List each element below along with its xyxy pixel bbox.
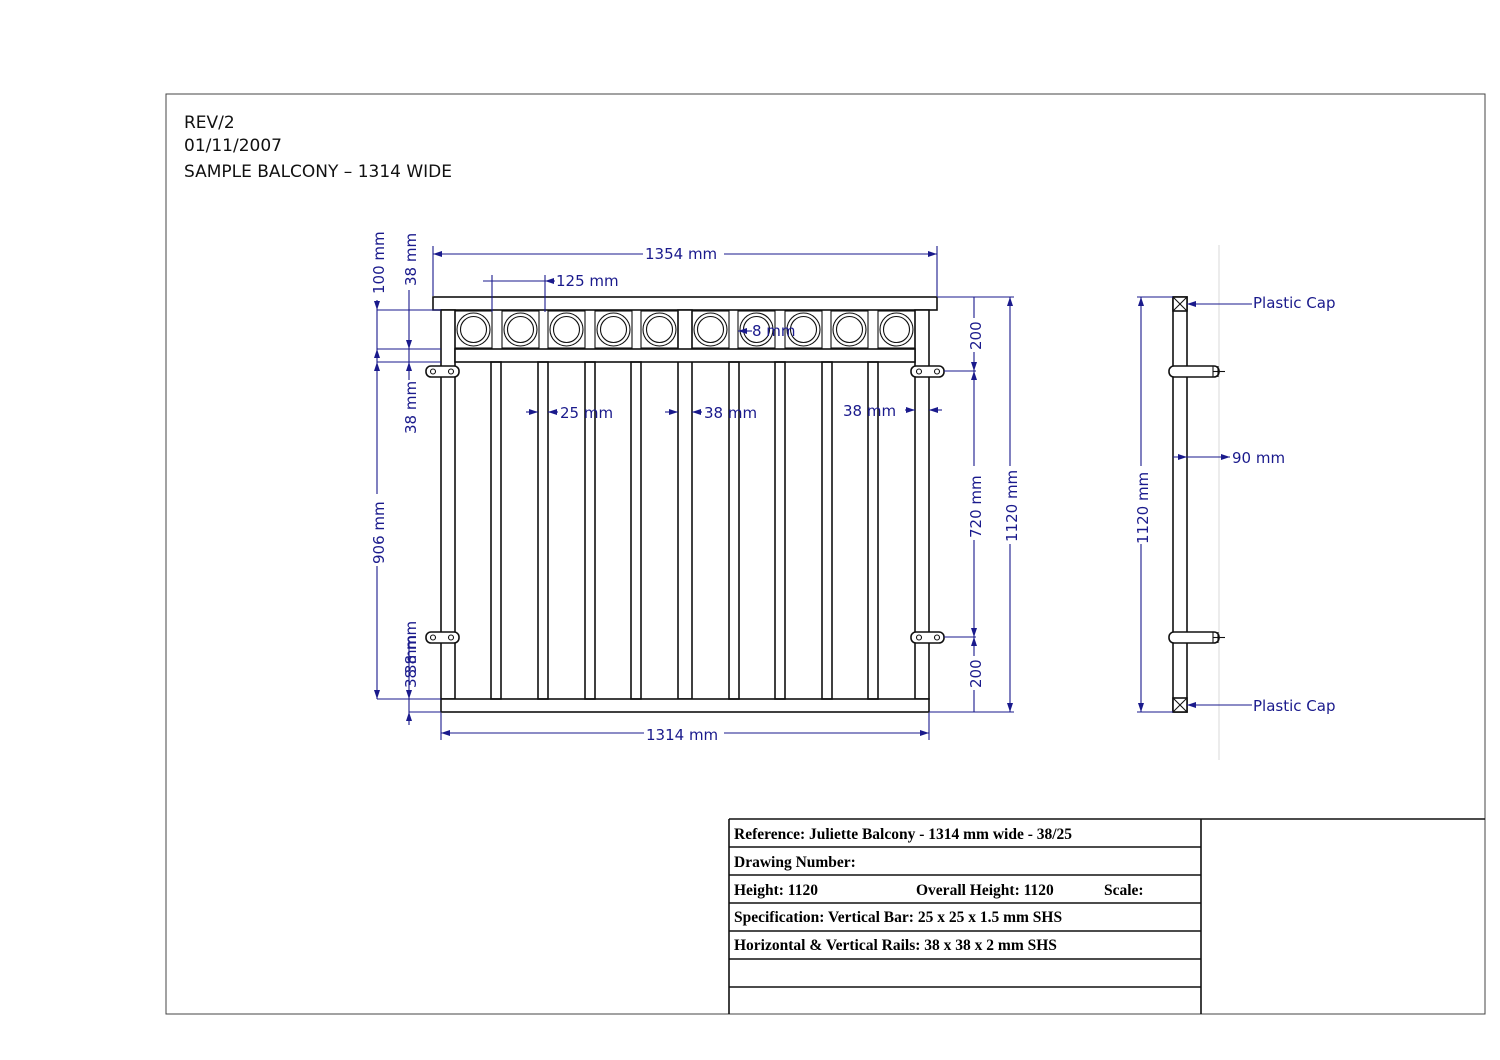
drawing-date: 01/11/2007 [184,136,282,156]
circle-ring [501,310,540,349]
dim-side-1120: 1120 mm [1134,472,1152,544]
dim-bar-25: 25 mm [560,404,613,422]
dim-right-1120: 1120 mm [1003,470,1021,542]
dim-left-38-low: 38 mm [402,635,420,688]
label-plastic-cap-bottom: Plastic Cap [1253,697,1335,715]
title-block-overall-height: Overall Height: 1120 [916,882,1054,899]
title-block: Reference: Juliette Balcony - 1314 mm wi… [728,818,1485,1014]
dim-bottom-width: 1314 mm [646,726,718,744]
title-block-rails: Horizontal & Vertical Rails: 38 x 38 x 2… [734,937,1057,954]
vertical-bars [490,361,879,700]
circle-ring [691,310,730,349]
title-block-height: Height: 1120 [734,882,818,899]
mid-rail [454,348,916,363]
circle-ring [877,310,916,349]
vertical-bar [584,361,596,700]
vertical-bar [728,361,740,700]
vertical-bar [821,361,833,700]
front-dimensions: 1354 mm 125 mm 8 mm 25 mm 38 mm 38 mm [369,231,1021,744]
fixing-lug-left-top [425,365,460,378]
side-lug-bottom [1168,631,1225,644]
front-elevation [425,296,945,713]
dim-circle-gap: 8 mm [752,322,796,340]
dim-bar-38-right: 38 mm [843,402,896,420]
circle-ring [784,310,823,349]
dim-left-100: 100 mm [370,231,388,294]
dim-right-200-bottom: 200 [967,659,985,688]
dim-bar-38-centre: 38 mm [704,404,757,422]
circle-ring [594,310,633,349]
drawing-title: SAMPLE BALCONY – 1314 WIDE [184,162,452,182]
dim-left-38-bottom: 38 mm [402,621,420,674]
fixing-lug-right-bottom [910,631,945,644]
dim-overall-width: 1354 mm [645,245,717,263]
title-block-scale: Scale: [1104,882,1144,899]
drawing-border [165,93,1486,1015]
dim-side-90: 90 mm [1232,449,1285,467]
dim-left-906: 906 mm [370,501,388,564]
dim-circle-spacing: 125 mm [556,272,619,290]
fixing-lug-right-top [910,365,945,378]
dim-right-720: 720 mm [967,475,985,538]
title-block-drawing-number: Drawing Number: [734,854,856,871]
dim-left-38-top: 38 mm [402,233,420,286]
title-block-specification: Specification: Vertical Bar: 25 x 25 x 1… [734,909,1062,926]
fixing-lug-left-bottom [425,631,460,644]
revision-label: REV/2 [184,113,235,133]
vertical-bar [537,361,549,700]
circle-ring [454,310,493,349]
bottom-rail [440,698,930,713]
side-post [1172,296,1188,713]
dim-right-200-top: 200 [967,321,985,350]
dim-left-38-mid: 38 mm [402,381,420,434]
title-block-reference: Reference: Juliette Balcony - 1314 mm wi… [734,826,1072,843]
label-plastic-cap-top: Plastic Cap [1253,294,1335,312]
vertical-bar [867,361,879,700]
centre-post [677,309,693,700]
circle-row [454,310,916,349]
circle-ring [830,310,869,349]
vertical-bar [490,361,502,700]
vertical-bar [774,361,786,700]
circle-ring [640,310,679,349]
side-elevation: 1120 mm 90 mm Plastic Cap Plastic Cap [1133,245,1335,760]
side-lug-top [1168,365,1225,378]
top-cap-rail [432,296,938,311]
vertical-bar [630,361,642,700]
circle-ring [547,310,586,349]
